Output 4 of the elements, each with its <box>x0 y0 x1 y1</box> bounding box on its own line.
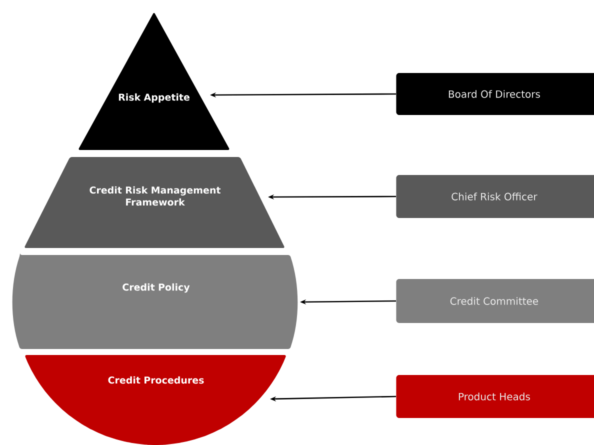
role-box: Product Heads <box>396 375 594 418</box>
role-box: Board Of Directors <box>396 73 594 115</box>
role-box: Credit Committee <box>396 279 594 323</box>
role-box: Chief Risk Officer <box>396 175 594 218</box>
